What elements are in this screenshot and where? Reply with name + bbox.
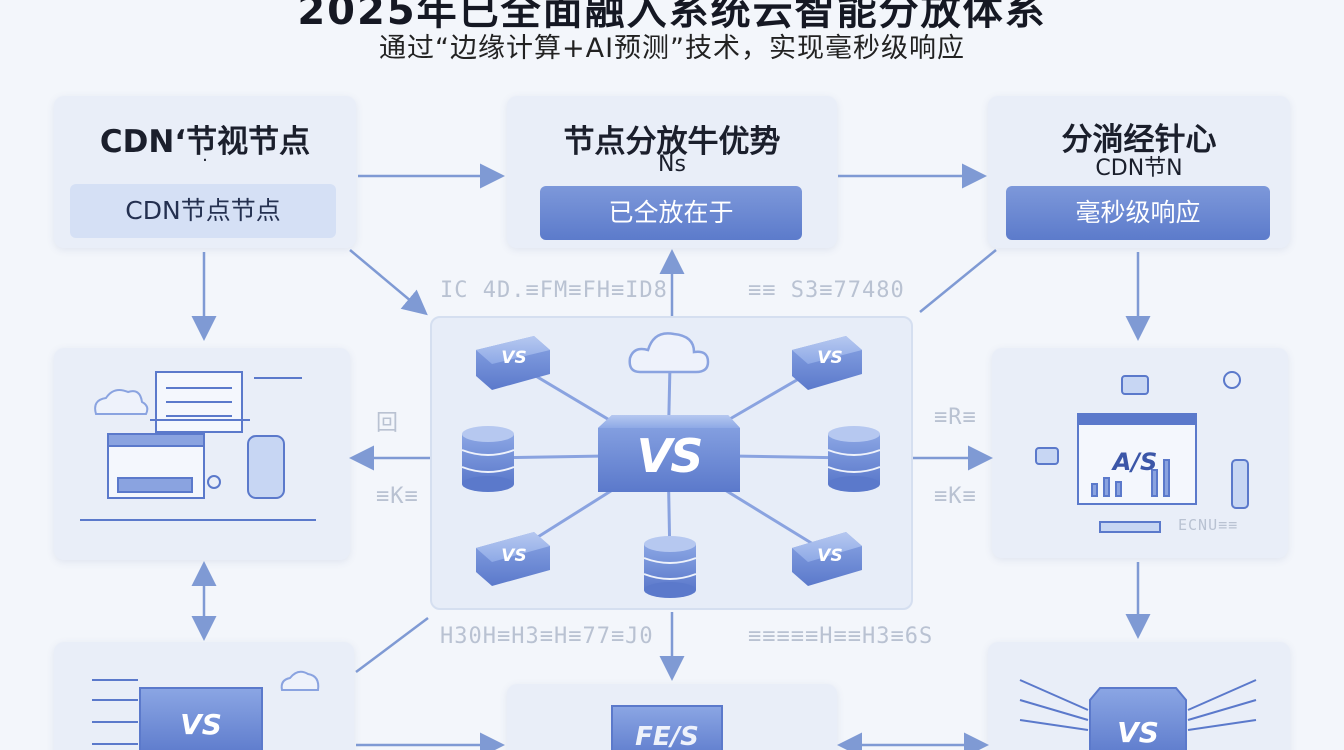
server-node-icon-br (792, 532, 862, 586)
bottom-left-illustration (92, 670, 320, 750)
page-title: 2025年已全面融入系统云智能分放体系 (297, 0, 1047, 34)
card-middle: 节点分放牛优势 Ns 已仝放在于 (507, 96, 837, 248)
card-middle-title: 节点分放牛优势 (563, 124, 781, 160)
faint-text-mid-left-top: 回 (376, 411, 400, 436)
bottom-right-label: VS (1117, 716, 1159, 749)
bottom-left-label: VS (180, 708, 222, 741)
card-middle-pill: 已仝放在于 (540, 186, 802, 240)
card-left: CDN‘节视节点 · CDN节点节点 (54, 96, 356, 248)
arrow-left-diag (349, 249, 428, 316)
faint-text-top-left: IC 4D.≡FM≡FH≡ID8 (440, 278, 668, 303)
faint-text-top-right: ≡≡ S3≡77480 (748, 278, 905, 303)
faint-text-right-panel: ECNU≡≡ (1178, 516, 1239, 534)
card-right: 分淌经针心 CDN节N 毫秒级响应 (988, 96, 1290, 248)
node-label-br: VS (817, 546, 843, 566)
node-label-tr: VS (817, 348, 843, 368)
database-icon-left (461, 426, 515, 492)
bottom-mid-label: FE/S (635, 722, 699, 750)
database-icon-bottom (643, 536, 697, 598)
faint-text-bottom-right: ≡≡≡≡≡H≡≡H3≡6S (748, 624, 934, 649)
node-label-bl: VS (501, 546, 527, 566)
connector-arrows (191, 163, 1151, 750)
hub-label: VS (636, 429, 704, 483)
faint-text-bottom-left: H30H≡H3≡H≡77≡J0 (440, 624, 654, 649)
card-middle-sub: Ns (658, 152, 686, 177)
card-left-pill: CDN节点节点 (70, 184, 336, 238)
faint-text-mid-left-bottom: ≡K≡ (376, 484, 419, 509)
card-right-sub: CDN节N (1095, 156, 1183, 181)
mid-right-illustration (1035, 371, 1249, 533)
server-node-icon-tr (792, 336, 862, 390)
server-node-icon-bl (476, 532, 550, 586)
card-left-title: CDN‘节视节点 (99, 124, 311, 160)
card-left-dot: · (202, 150, 208, 171)
card-right-pill: 毫秒级响应 (1006, 186, 1270, 240)
faint-text-mid-right-top: ≡R≡ (934, 405, 977, 430)
card-right-title: 分淌经针心 (1061, 122, 1217, 158)
panel-chart-label: A/S (1112, 448, 1158, 476)
server-node-icon-tl (476, 336, 550, 390)
faint-text-mid-right-bottom: ≡K≡ (934, 484, 977, 509)
mid-left-illustration (80, 371, 316, 521)
cloud-icon (628, 332, 710, 374)
node-label-tl: VS (501, 348, 527, 368)
line-right-diag (919, 249, 997, 313)
line-bottom-left-diag (355, 617, 429, 673)
bottom-right-illustration (1019, 679, 1257, 750)
database-icon-right (827, 426, 881, 492)
bottom-mid-illustration (611, 705, 723, 750)
page-subtitle: 通过“边缘计算+AI预测”技术，实现毫秒级响应 (378, 33, 966, 64)
hub-server-icon (598, 415, 740, 492)
